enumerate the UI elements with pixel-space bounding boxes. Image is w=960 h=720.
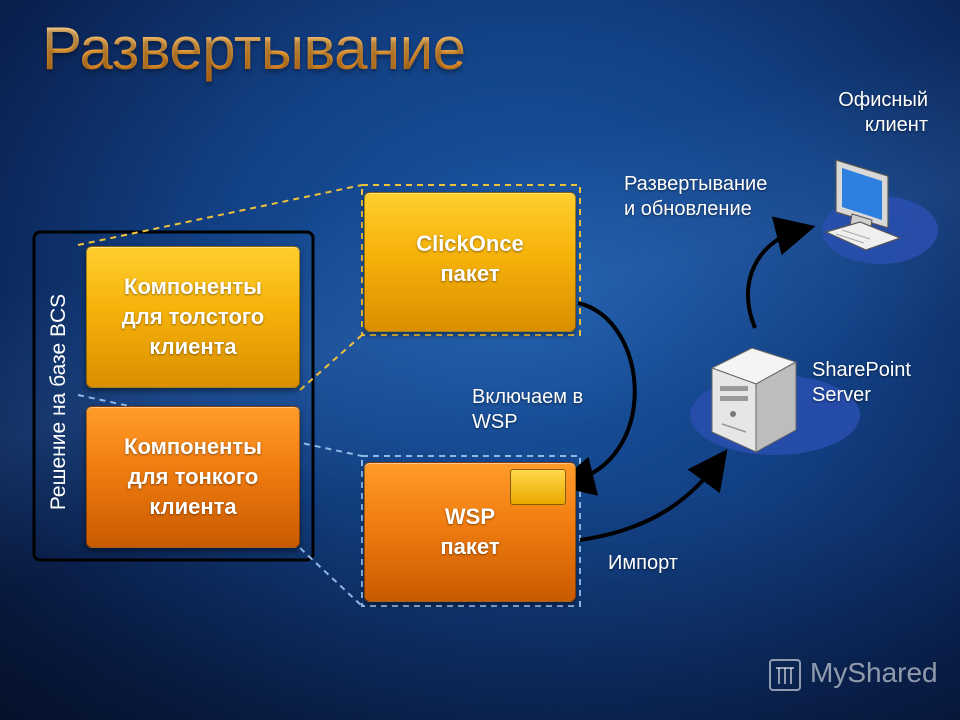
deploy-update-label: Развертывание и обновление (624, 173, 768, 220)
thin-client-components-box: Компоненты для тонкого клиента (86, 406, 300, 548)
import-arrow (579, 449, 728, 542)
wsp-inner-package-tab (510, 469, 566, 505)
server-icon (710, 347, 798, 453)
deploy-update-arrow (745, 216, 816, 329)
thick-client-components-label: Компоненты для толстого клиента (121, 274, 265, 359)
office-client-label: Офисный клиент (838, 89, 928, 136)
watermark-text: MyShared (810, 657, 938, 688)
clickonce-package-label: ClickOnce пакет (416, 231, 524, 286)
clickonce-dashed-projection (77, 184, 581, 391)
bcs-solution-frame (32, 230, 315, 562)
watermark-logo-icon (769, 659, 801, 691)
computer-icon (824, 159, 902, 251)
thick-client-components-box: Компоненты для толстого клиента (86, 246, 300, 388)
thin-client-components-label: Компоненты для тонкого клиента (124, 434, 262, 519)
include-in-wsp-arrow (554, 301, 637, 496)
sharepoint-server-label: SharePoint Server (812, 359, 911, 406)
include-in-wsp-label: Включаем в WSP (472, 386, 584, 433)
import-label: Импорт (608, 552, 678, 574)
bcs-solution-label: Решение на базе BCS (47, 293, 70, 511)
wsp-package-label: WSP пакет (440, 504, 500, 559)
page-title: Развертывание (42, 15, 466, 82)
clickonce-package-box: ClickOnce пакет (364, 192, 576, 332)
